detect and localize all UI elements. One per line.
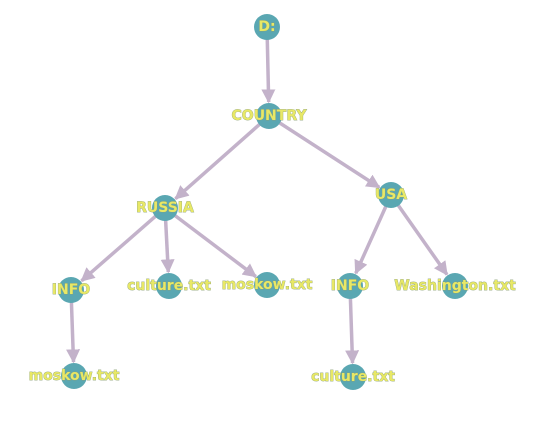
node-circle[interactable] [337,273,363,299]
node-info_ru[interactable]: INFO [51,277,91,303]
node-info_us[interactable]: INFO [330,273,370,299]
node-label: culture.txt [311,369,395,385]
node-country[interactable]: COUNTRY [231,103,308,129]
node-label: culture.txt [127,278,211,294]
node-moskow_ru[interactable]: moskow.txt [221,272,313,298]
node-moskow_info[interactable]: moskow.txt [28,363,120,389]
node-circle[interactable] [254,14,280,40]
edge-d-to-country [261,37,276,104]
nodes-layer: D: COUNTRY RUSSIA USA INFO culture.txt moskow.… [28,14,516,390]
edge-usa-to-info_us [354,204,389,275]
node-circle[interactable] [340,364,366,390]
node-circle[interactable] [58,277,84,303]
node-label: Washington.txt [394,278,516,294]
node-russia[interactable]: RUSSIA [136,195,194,221]
node-d[interactable]: D: [254,14,280,40]
node-label: COUNTRY [232,108,308,124]
node-circle[interactable] [152,195,178,221]
node-circle[interactable] [156,273,182,299]
node-label: moskow.txt [29,368,120,384]
node-circle[interactable] [61,363,87,389]
edge-usa-to-washington [395,202,449,276]
node-circle[interactable] [254,272,280,298]
node-circle[interactable] [442,273,468,299]
node-circle[interactable] [256,103,282,129]
node-label: moskow.txt [222,277,313,293]
node-label: RUSSIA [136,200,194,216]
edge-country-to-russia [174,121,262,201]
node-washington[interactable]: Washington.txt [394,273,516,299]
edge-russia-to-culture_ru [160,218,175,274]
node-culture_ru[interactable]: culture.txt [127,273,212,299]
node-culture_info[interactable]: culture.txt [311,364,396,390]
node-label: D: [258,19,275,35]
edges-layer [66,37,449,365]
edge-info_us-to-culture_info [345,296,360,365]
node-usa[interactable]: USA [375,182,408,208]
node-label: INFO [52,282,90,298]
node-label: INFO [331,278,369,294]
edge-info_ru-to-moskow_info [66,300,81,364]
edge-russia-to-info_ru [80,213,158,283]
edge-russia-to-moskow_ru [172,213,257,278]
node-circle[interactable] [378,182,404,208]
node-label: USA [375,187,407,203]
edge-country-to-usa [277,120,381,189]
